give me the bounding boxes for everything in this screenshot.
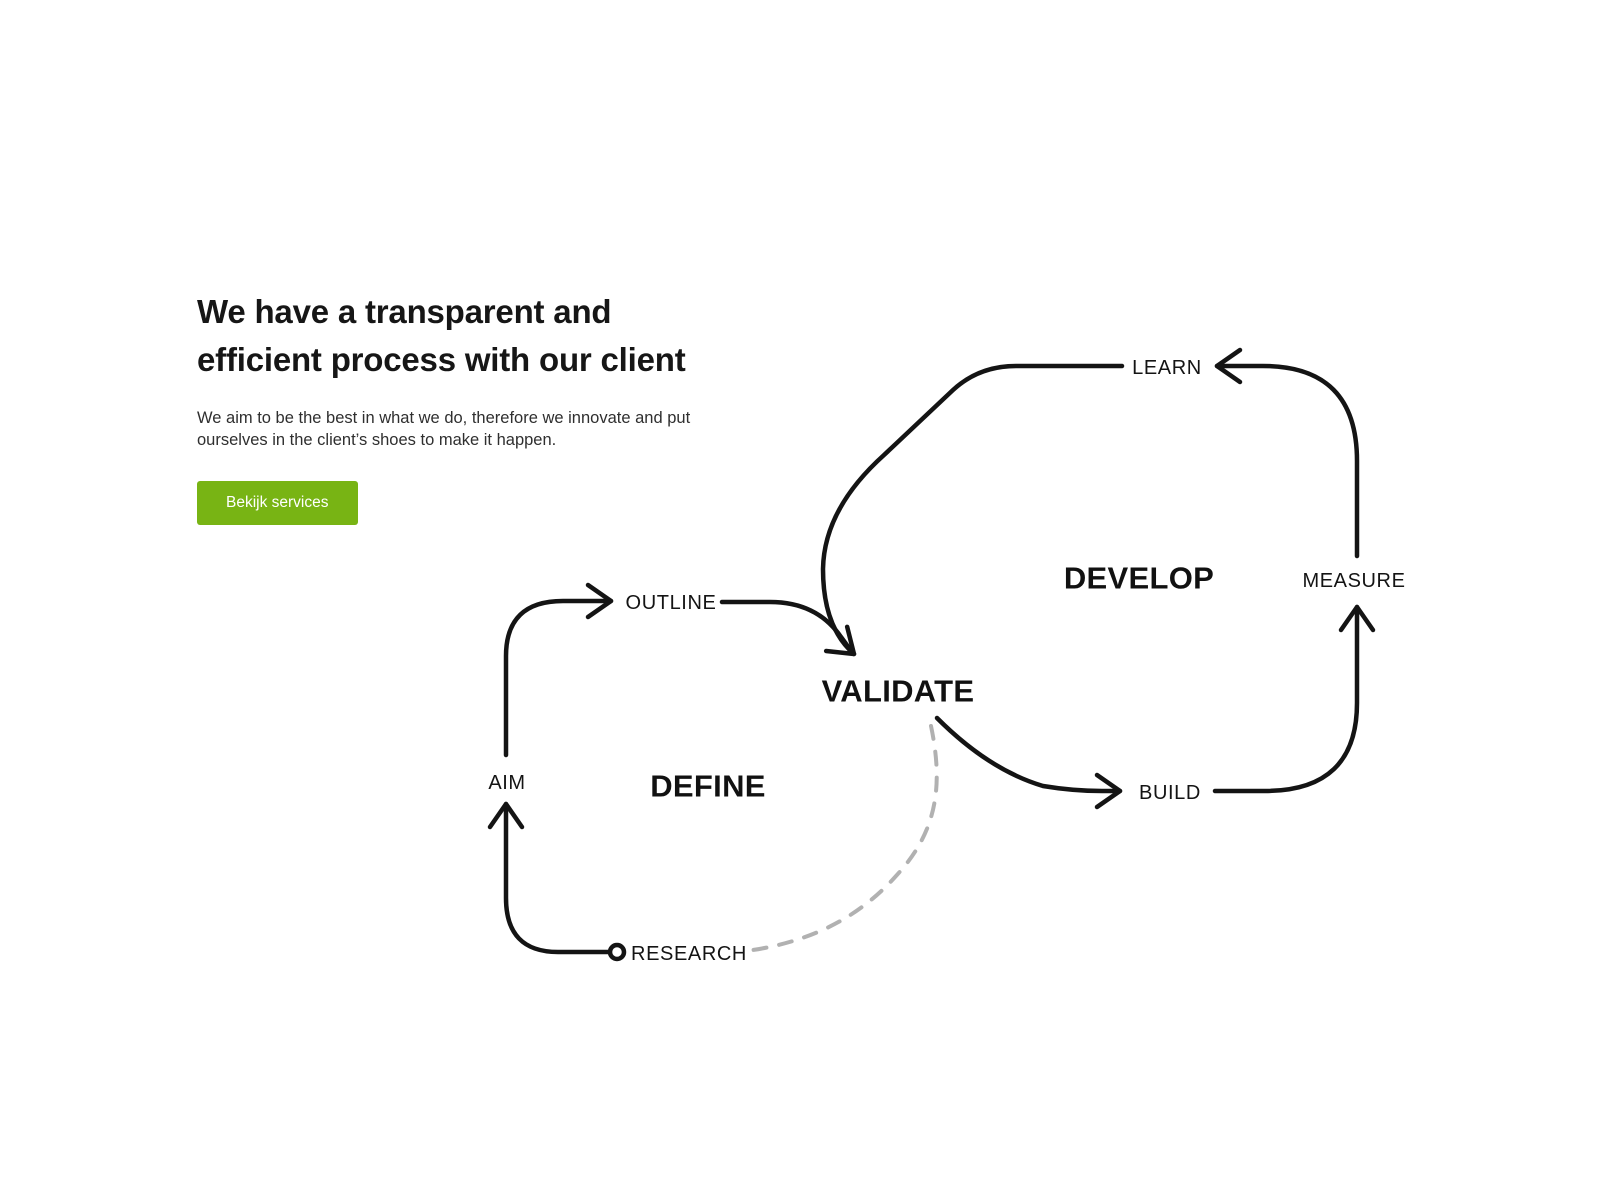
node-label-validate: VALIDATE [822,674,975,709]
edge-validate-to-research-dashed [751,724,939,952]
node-label-measure: MEASURE [1302,570,1405,592]
research-dot [607,942,627,962]
description-line-1: We aim to be the best in what we do, the… [197,409,691,427]
edge-outline-to-validate [719,599,852,651]
bekijk-services-button[interactable]: Bekijk services [197,481,358,525]
node-label-build: BUILD [1139,782,1201,804]
edge-measure-to-learn [1214,347,1360,559]
edge-build-to-measure [1212,604,1376,794]
description-line-2: ourselves in the client’s shoes to make … [197,430,557,449]
hero-section: We have a transparent and efficient proce… [197,288,817,525]
edge-validate-to-build [934,715,1123,810]
title-line-2: efficient process with our client [197,341,686,378]
node-label-define: DEFINE [650,769,765,804]
title-line-1: We have a transparent and [197,293,612,330]
node-label-outline: OUTLINE [626,592,717,614]
node-label-develop: DEVELOP [1064,561,1214,596]
edge-research-to-aim [487,801,613,955]
section-description: We aim to be the best in what we do, the… [197,408,817,451]
edge-learn-to-validate [820,363,1125,657]
edge-aim-to-outline [503,582,614,758]
node-label-learn: LEARN [1132,357,1202,379]
section-title: We have a transparent and efficient proce… [197,288,817,384]
node-label-aim: AIM [488,772,525,794]
node-label-research: RESEARCH [631,943,747,965]
